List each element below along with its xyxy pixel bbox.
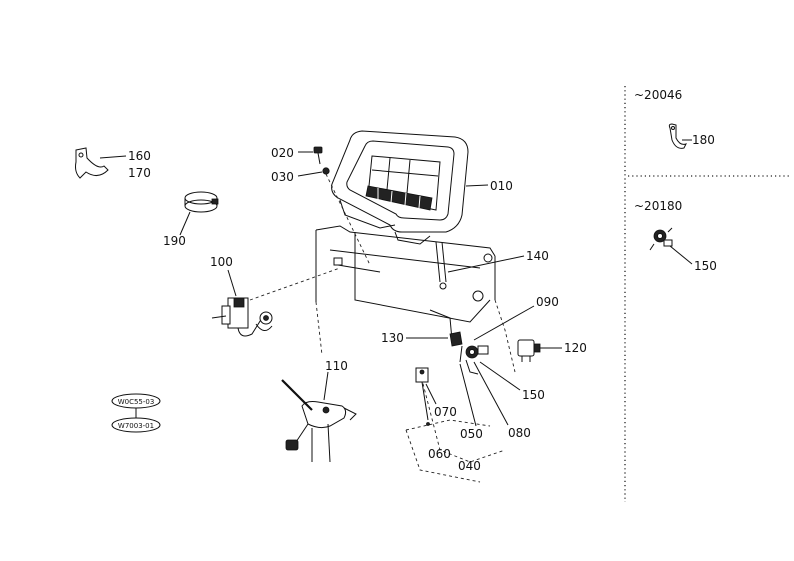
part-label-170: 170 <box>128 166 151 180</box>
switch-100 <box>211 297 273 337</box>
dashboard-body-outline <box>249 225 516 483</box>
part-label-090: 090 <box>536 295 559 309</box>
washer-030 <box>322 167 330 175</box>
engine-note-group: W0C55-03 W7003-01 <box>111 393 161 433</box>
bracket-180 <box>668 123 687 149</box>
engine-note-a: W0C55-03 <box>118 398 155 406</box>
variant-serial-a: ~20046 <box>634 88 682 102</box>
part-label-010: 010 <box>490 179 513 193</box>
bolt-020 <box>313 146 323 165</box>
part-label-150: 150 <box>522 388 545 402</box>
part-label-050: 050 <box>460 427 483 441</box>
variant-panel-dividers <box>624 86 790 502</box>
part-label-070: 070 <box>434 405 457 419</box>
part-label-030: 030 <box>271 170 294 184</box>
part-label-120: 120 <box>564 341 587 355</box>
connector-070 <box>415 367 430 426</box>
socket-150-variant <box>649 227 673 251</box>
part-label-110: 110 <box>325 359 348 373</box>
instrument-panel-010 <box>331 130 469 245</box>
part-label-020: 020 <box>271 146 294 160</box>
part-label-190: 190 <box>163 234 186 248</box>
part-label-100: 100 <box>210 255 233 269</box>
variant-part-150: 150 <box>694 259 717 273</box>
variant-part-180: 180 <box>692 133 715 147</box>
variant-serial-b: ~20180 <box>634 199 682 213</box>
part-label-060: 060 <box>428 447 451 461</box>
part-label-080: 080 <box>508 426 531 440</box>
combination-switch-110 <box>281 379 357 463</box>
lamp-socket-assembly <box>459 345 489 375</box>
clamp-190 <box>184 191 219 213</box>
part-label-160: 160 <box>128 149 151 163</box>
relay-120 <box>517 339 541 362</box>
rod-140 <box>435 241 447 290</box>
grommet-130 <box>449 331 463 347</box>
part-label-040: 040 <box>458 459 481 473</box>
part-label-140: 140 <box>526 249 549 263</box>
part-label-130: 130 <box>381 331 404 345</box>
engine-note-b: W7003-01 <box>118 422 154 430</box>
bracket-160-170 <box>75 147 109 179</box>
